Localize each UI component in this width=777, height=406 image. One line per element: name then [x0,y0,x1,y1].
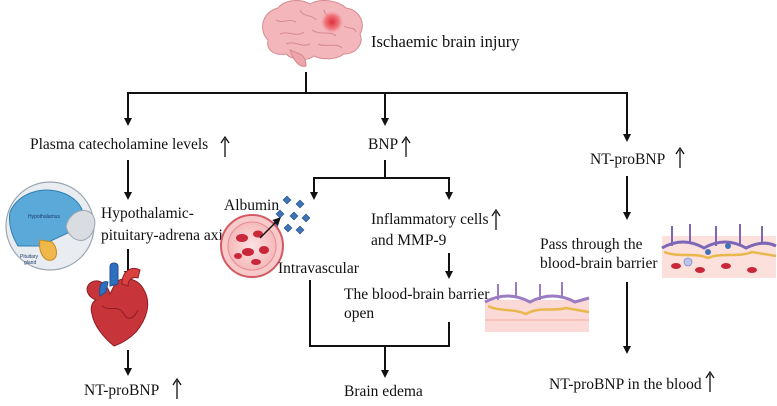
heart-icon [86,262,149,347]
increase-arrow-icon [401,135,411,157]
increase-arrow-icon [491,208,501,230]
brain-edema-label: Brain edema [344,383,423,400]
increase-arrow-icon [675,146,685,168]
catecholamine-label: Plasma catecholamine levels [30,136,208,153]
title-text: Ischaemic brain injury [371,32,520,51]
increase-arrow-icon [705,370,715,392]
albumin-icon [269,195,311,235]
barrier-tissue-icon [661,224,777,278]
bnp-label: BNP [368,136,398,153]
increase-arrow-icon [172,377,182,399]
axis-label-line1: Hypothalamic- [101,205,194,222]
barrier-tissue-icon [484,282,590,332]
svg-text:Hypothalamus: Hypothalamus [28,214,60,220]
brain-icon [262,0,363,67]
inflammatory-label-line1: Inflammatory cells [371,211,489,228]
ntprobnp-right-label: NT-proBNP [590,151,665,168]
svg-text:gland: gland [24,260,36,266]
top-connectors [124,72,631,142]
inflammatory-label-line2: and MMP-9 [371,232,447,249]
left-outcome-label: NT-proBNP [84,382,159,399]
svg-text:Pituitary: Pituitary [20,254,39,260]
bbb-open-label-line1: The blood-brain barrier [344,286,490,303]
right-outcome-label: NT-proBNP in the blood [549,376,702,393]
head-hypothalamus-icon: Hypothalamus Pituitary gland [5,181,96,271]
increase-arrow-icon [220,135,230,157]
albumin-label: Albumin [224,197,279,214]
pass-label-line1: Pass through the [540,236,643,253]
axis-label-line2: pituitary-adrena axis [101,227,229,244]
bbb-open-label-line2: open [344,305,374,322]
pass-label-line2: blood-brain barrier [540,255,658,272]
intravascular-label: Intravascular [278,260,360,277]
